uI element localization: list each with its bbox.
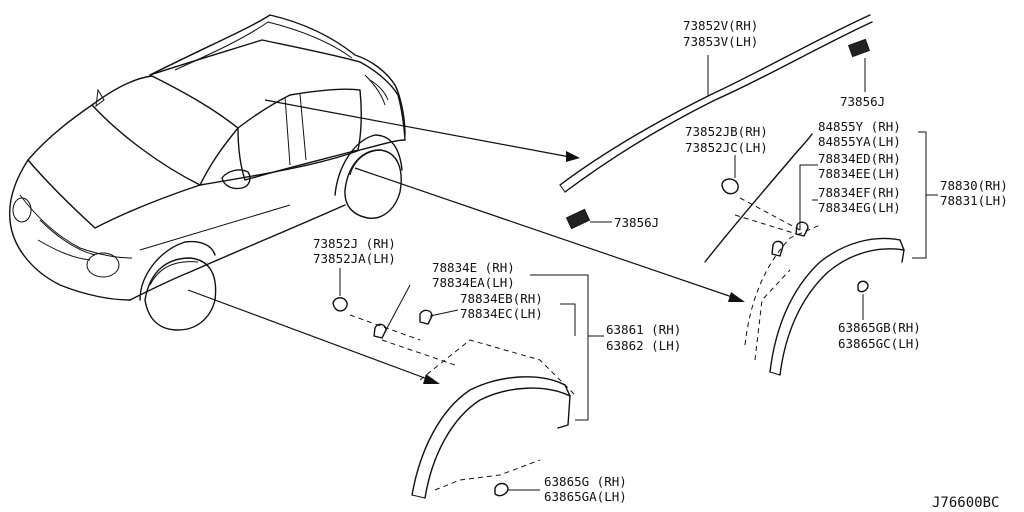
label-63865ga: 63865GA(LH) bbox=[544, 489, 627, 504]
label-63865g: 63865G (RH) bbox=[544, 474, 627, 489]
label-78834ee: 78834EE(LH) bbox=[818, 166, 901, 181]
label-73852jc: 73852JC(LH) bbox=[685, 140, 768, 155]
label-78834ed: 78834ED(RH) bbox=[818, 151, 901, 166]
label-78834ea: 78834EA(LH) bbox=[432, 275, 515, 290]
label-78830: 78830(RH) bbox=[940, 178, 1008, 193]
clips-right-group bbox=[704, 133, 813, 263]
label-73853v: 73853V(LH) bbox=[683, 34, 758, 49]
label-63865gb: 63865GB(RH) bbox=[838, 320, 921, 335]
label-78831: 78831(LH) bbox=[940, 193, 1008, 208]
label-78834ec: 78834EC(LH) bbox=[460, 306, 543, 321]
rear-wheel-arch-molding bbox=[734, 214, 905, 376]
vehicle-outline bbox=[8, 14, 406, 331]
clips-left-group bbox=[332, 268, 459, 341]
label-84855ya: 84855YA(LH) bbox=[818, 134, 901, 149]
label-73852j: 73852J (RH) bbox=[313, 236, 396, 251]
label-63865gc: 63865GC(LH) bbox=[838, 336, 921, 351]
label-73856j-mid: 73856J bbox=[614, 215, 659, 230]
label-78834e: 78834E (RH) bbox=[432, 260, 515, 275]
leader-arrows bbox=[187, 99, 745, 384]
label-73852jb: 73852JB(RH) bbox=[685, 124, 768, 139]
clip-73856j-top bbox=[847, 38, 871, 92]
label-73852ja: 73852JA(LH) bbox=[313, 251, 396, 266]
label-brackets bbox=[530, 131, 938, 421]
roof-molding bbox=[559, 14, 873, 193]
clip-73856j-mid bbox=[565, 208, 612, 230]
part-labels: 73852V(RH) 73853V(LH) 73856J 73852JB(RH)… bbox=[313, 18, 1008, 511]
label-78834eg: 78834EG(LH) bbox=[818, 200, 901, 215]
label-73856j-top: 73856J bbox=[840, 94, 885, 109]
label-63861: 63861 (RH) bbox=[606, 322, 681, 337]
front-wheel-arch-molding bbox=[381, 339, 576, 499]
label-73852v: 73852V(RH) bbox=[683, 18, 758, 33]
label-84855y: 84855Y (RH) bbox=[818, 119, 901, 134]
label-78834eb: 78834EB(RH) bbox=[460, 291, 543, 306]
label-78834ef: 78834EF(RH) bbox=[818, 185, 901, 200]
diagram-code: J76600BC bbox=[932, 495, 999, 511]
label-63862: 63862 (LH) bbox=[606, 338, 681, 353]
